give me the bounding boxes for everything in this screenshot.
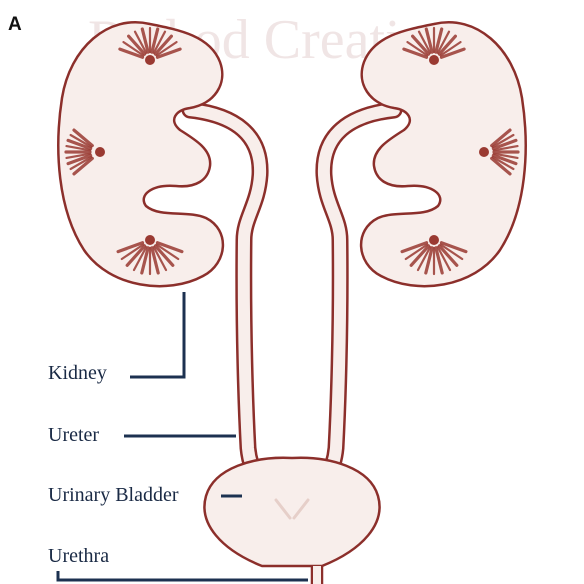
ureter-label: Ureter bbox=[48, 424, 99, 447]
panel-letter: A bbox=[8, 14, 22, 36]
urinary-bladder-label: Urinary Bladder bbox=[48, 484, 179, 507]
renal-papilla bbox=[429, 235, 439, 245]
urethra-label: Urethra bbox=[48, 545, 109, 568]
urinary-bladder bbox=[204, 458, 379, 566]
left-kidney bbox=[58, 22, 223, 286]
renal-papilla bbox=[145, 235, 155, 245]
kidney-leader-line bbox=[130, 292, 184, 377]
renal-papilla bbox=[429, 55, 439, 65]
urethra-leader-line bbox=[58, 571, 308, 580]
renal-papilla bbox=[95, 147, 105, 157]
renal-papilla bbox=[145, 55, 155, 65]
right-kidney bbox=[361, 22, 526, 286]
kidney-label: Kidney bbox=[48, 362, 107, 385]
renal-papilla bbox=[479, 147, 489, 157]
urethra bbox=[312, 566, 322, 584]
